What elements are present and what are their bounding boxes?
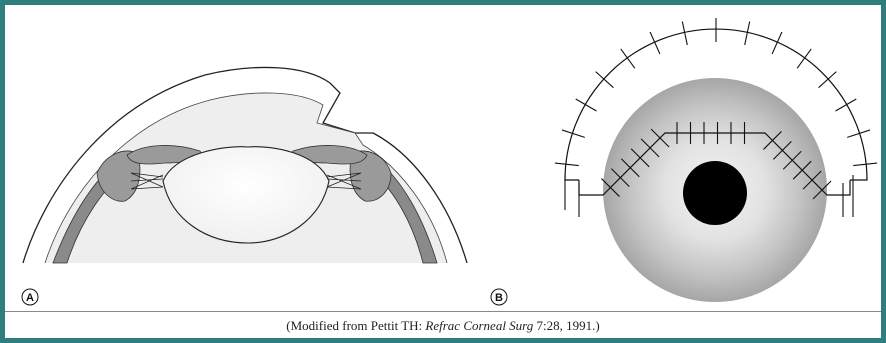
panel-a-label: A (26, 292, 34, 304)
figure-caption: (Modified from Pettit TH: Refrac Corneal… (5, 318, 881, 334)
outer-suture-tick (576, 99, 597, 111)
panel-b-label: B (495, 292, 503, 304)
cross-section-diagram: A (22, 67, 467, 305)
outer-suture-tick (555, 163, 579, 166)
outer-suture-tick (853, 163, 877, 166)
eye-surgery-illustration: A B (5, 5, 881, 311)
outer-suture-tick (836, 99, 857, 111)
outer-suture-tick (621, 49, 635, 68)
caption-suffix: 7:28, 1991.) (533, 318, 599, 333)
caption-prefix: (Modified from Pettit TH: (286, 318, 425, 333)
caption-journal: Refrac Corneal Surg (425, 318, 533, 333)
frontal-view-diagram: B (491, 18, 877, 305)
caption-divider (5, 311, 881, 312)
outer-suture-tick (797, 49, 811, 68)
pupil (683, 161, 747, 225)
figure-frame: A B (Modified from Pettit TH: Refrac Cor… (5, 5, 881, 338)
